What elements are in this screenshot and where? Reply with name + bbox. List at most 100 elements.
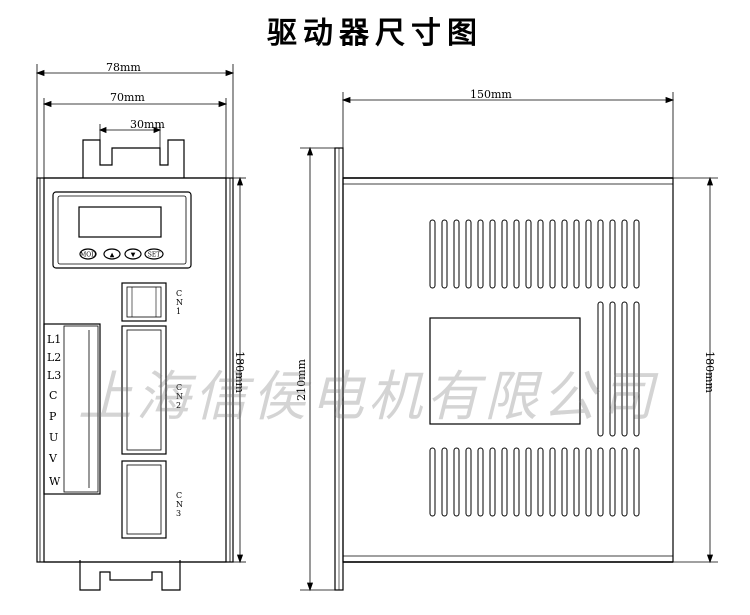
- vent-slot: [489, 219, 496, 289]
- vent-slot: [585, 219, 592, 289]
- dim-side-height: [673, 176, 718, 564]
- vent-slot: [561, 219, 568, 289]
- svg-text:C: C: [176, 383, 182, 392]
- svg-text:C: C: [176, 491, 182, 500]
- vent-slot: [597, 219, 604, 289]
- svg-text:2: 2: [176, 401, 181, 410]
- dim-180-front-label: 180mm: [233, 351, 246, 393]
- vent-slot: [633, 301, 640, 437]
- vent-slot: [441, 219, 448, 289]
- terminal-u: U: [49, 431, 58, 444]
- cn3-connector: [121, 460, 167, 539]
- vent-slot: [597, 447, 604, 517]
- front-body-outer: [36, 177, 234, 563]
- dim-side-overall-height: [300, 146, 335, 592]
- vent-slot: [621, 301, 628, 437]
- vent-slot: [501, 219, 508, 289]
- dim-overall-width: [35, 64, 235, 178]
- dim-78-label: 78mm: [106, 61, 141, 74]
- vent-slot: [633, 219, 640, 289]
- vent-slot: [537, 219, 544, 289]
- terminal-c: C: [49, 389, 57, 402]
- vent-slot: [477, 219, 484, 289]
- side-body: [342, 177, 674, 563]
- terminal-l3: L3: [47, 369, 61, 382]
- terminal-block: [43, 323, 101, 495]
- vent-slot: [441, 447, 448, 517]
- vent-slot: [537, 447, 544, 517]
- vent-slot: [465, 447, 472, 517]
- lcd-display: [78, 206, 162, 238]
- dim-depth: [341, 92, 675, 178]
- mod-button: [79, 248, 97, 260]
- control-panel: [52, 191, 192, 269]
- top-mount-tab: [82, 139, 185, 178]
- dim-180-side-label: 180mm: [703, 351, 716, 393]
- svg-text:N: N: [176, 298, 183, 307]
- page-title: 驱动器尺寸图: [267, 16, 483, 51]
- mod-label: MOD: [80, 252, 96, 259]
- vent-slot: [549, 447, 556, 517]
- terminal-l2: L2: [47, 351, 61, 364]
- dim-70-label: 70mm: [110, 91, 145, 104]
- vent-slot: [549, 219, 556, 289]
- dim-front-height: [233, 176, 246, 564]
- svg-text:N: N: [176, 392, 183, 401]
- vent-slot: [525, 219, 532, 289]
- front-view: MOD ▲ ▼ SET L1 L2 L3 C P U V W C N 1: [35, 61, 246, 591]
- vent-slot: [597, 301, 604, 437]
- svg-text:N: N: [176, 500, 183, 509]
- cn3-label: C N 3: [176, 491, 183, 518]
- vent-slot: [585, 447, 592, 517]
- terminal-w: W: [49, 475, 61, 488]
- vent-slot: [525, 447, 532, 517]
- svg-text:3: 3: [176, 509, 181, 518]
- label-window: [429, 317, 581, 425]
- down-label: ▼: [131, 252, 136, 259]
- vent-slots: [429, 219, 640, 517]
- vent-slot: [513, 447, 520, 517]
- dim-150-label: 150mm: [470, 88, 512, 101]
- bottom-mount-tab: [79, 560, 181, 591]
- set-label: SET: [148, 252, 161, 259]
- side-view: 150mm 210mm 180mm: [295, 88, 718, 592]
- vent-slot: [633, 447, 640, 517]
- vent-slot: [609, 447, 616, 517]
- vent-slot: [561, 447, 568, 517]
- dim-tab-width: [98, 124, 162, 148]
- vent-slot: [621, 447, 628, 517]
- vent-slot: [453, 447, 460, 517]
- up-label: ▲: [110, 252, 115, 259]
- set-button: [144, 248, 164, 260]
- vent-slot: [453, 219, 460, 289]
- vent-slot: [609, 219, 616, 289]
- up-button: [103, 248, 121, 260]
- down-button: [124, 248, 142, 260]
- dim-30-label: 30mm: [130, 118, 165, 131]
- terminal-p: P: [49, 410, 57, 423]
- terminal-labels: L1 L2 L3 C P U V W: [47, 333, 61, 488]
- vent-slot: [621, 219, 628, 289]
- cn2-label: C N 2: [176, 383, 183, 410]
- vent-slot: [573, 447, 580, 517]
- cn1-label: C N 1: [176, 289, 183, 316]
- vent-slot: [429, 219, 436, 289]
- dim-210-label: 210mm: [295, 359, 308, 401]
- cn1-connector: [121, 282, 167, 322]
- vent-slot: [513, 219, 520, 289]
- dim-mount-width: [42, 98, 228, 178]
- terminal-v: V: [48, 452, 58, 465]
- vent-slot: [465, 219, 472, 289]
- vent-slot: [501, 447, 508, 517]
- panel-buttons: [79, 248, 164, 260]
- svg-text:1: 1: [176, 307, 181, 316]
- svg-text:C: C: [176, 289, 182, 298]
- vent-slot: [429, 447, 436, 517]
- cn2-connector: [121, 325, 167, 455]
- vent-slot: [609, 301, 616, 437]
- vent-slot: [477, 447, 484, 517]
- front-body-inner: [43, 177, 227, 563]
- vent-slot: [573, 219, 580, 289]
- vent-slot: [489, 447, 496, 517]
